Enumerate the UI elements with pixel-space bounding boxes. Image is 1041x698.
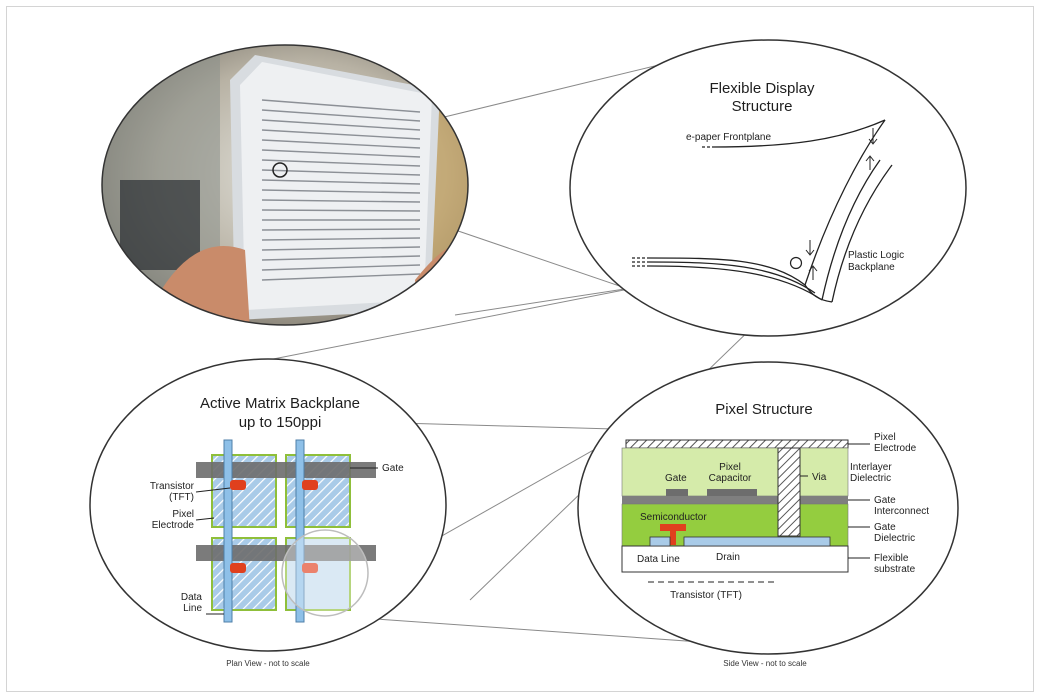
flexible-display-panel: Flexible Display Structure e-paper Front… [569, 39, 967, 337]
pixel-capacitor-label-2: Capacitor [709, 473, 752, 484]
flexible-substrate [621, 545, 849, 573]
leader-lines [195, 467, 378, 615]
arrow-icons [805, 128, 878, 280]
data-line-left [223, 439, 233, 623]
plan-view-caption: Plan View - not to scale [226, 659, 310, 668]
transistor-label-1: Transistor [150, 481, 195, 492]
transistor-markers [230, 480, 318, 573]
data-line-label: Data Line [637, 554, 680, 565]
pixel-capacitor-label-1: Pixel [719, 462, 741, 473]
pixel-electrode-label-2: Electrode [152, 520, 195, 531]
frontplane-label: e-paper Frontplane [686, 132, 771, 143]
active-matrix-panel: Active Matrix Backplane up to 150ppi [89, 358, 447, 668]
flexible-display-title-1: Flexible Display [709, 80, 815, 97]
gate-line-bottom [196, 545, 376, 561]
data-line-label-1: Data [181, 592, 203, 603]
interlayer-label-1: Interlayer [850, 462, 892, 473]
active-matrix-title-1: Active Matrix Backplane [200, 395, 360, 412]
capacitor-metal [707, 489, 757, 496]
pixel-electrode-label-2: Electrode [874, 443, 917, 454]
flexible-substrate-label-2: substrate [874, 564, 916, 575]
photo-reader-image [101, 44, 469, 326]
data-line-label-2: Line [183, 603, 202, 614]
pixel-electrode-layer [625, 439, 849, 449]
transistor-label-2: (TFT) [169, 492, 194, 503]
pixel-leader-lines [800, 443, 870, 559]
zoom-circle-icon [789, 256, 803, 270]
magnifier-circle [281, 529, 369, 617]
pixel-structure-panel: Pixel Structure Pixel Electrode Interlay… [577, 361, 959, 668]
gate-label: Gate [382, 463, 404, 474]
gate-interconnect-layer [622, 496, 848, 504]
backplane-label-1: Plastic Logic [848, 250, 904, 261]
gate-line-top [196, 462, 376, 478]
gate-label: Gate [665, 473, 687, 484]
gate-metal [666, 489, 688, 496]
drain-electrode [683, 536, 831, 547]
pixel-electrode-label-1: Pixel [874, 432, 896, 443]
drain-label: Drain [716, 552, 740, 563]
transistor-label: Transistor (TFT) [670, 590, 742, 601]
gate-dielectric-label-1: Gate [874, 522, 896, 533]
via-label: Via [812, 472, 827, 483]
pixel-structure-title: Pixel Structure [715, 401, 813, 418]
semiconductor-label: Semiconductor [640, 512, 707, 523]
gate-dielectric-label-2: Dielectric [874, 533, 915, 544]
gate-interconnect-label-1: Gate [874, 495, 896, 506]
semiconductor-shape [660, 524, 686, 545]
interlayer-label-2: Dielectric [850, 473, 891, 484]
active-matrix-title-2: up to 150ppi [239, 414, 322, 431]
data-line-right [295, 439, 305, 623]
backplane-label-2: Backplane [848, 262, 895, 273]
flexible-sheets [632, 119, 893, 303]
via-column [777, 447, 801, 537]
pixel-electrode-label-1: Pixel [172, 509, 194, 520]
data-line-electrode [649, 536, 671, 547]
flexible-substrate-label-1: Flexible [874, 553, 909, 564]
flexible-display-title-2: Structure [732, 98, 793, 115]
side-view-caption: Side View - not to scale [723, 659, 807, 668]
gate-interconnect-label-2: Interconnect [874, 506, 929, 517]
interlayer-dielectric [621, 447, 849, 497]
